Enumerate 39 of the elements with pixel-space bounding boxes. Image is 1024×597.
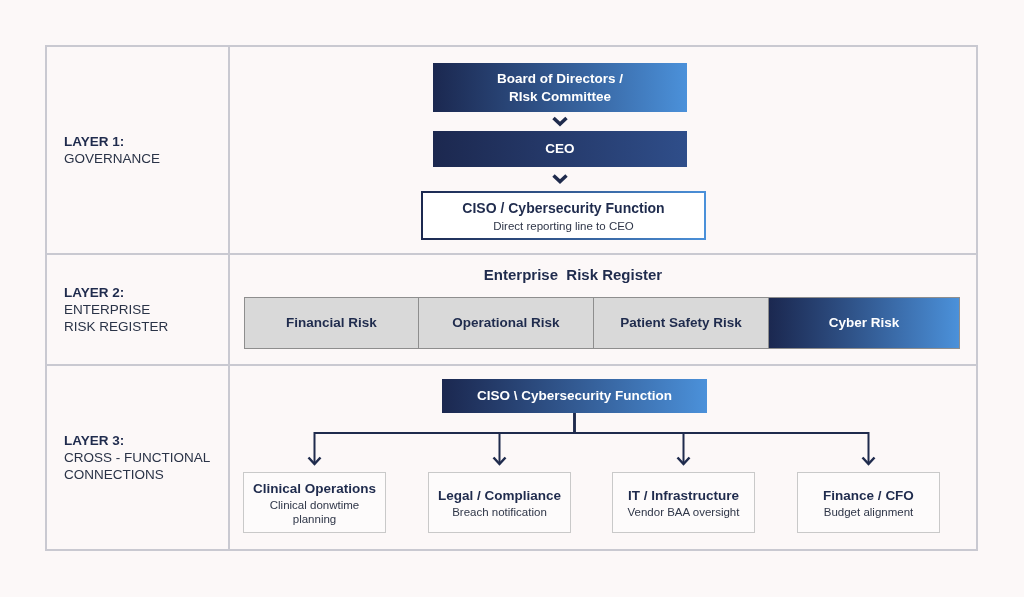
box-subtitle: Direct reporting line to CEO	[493, 218, 634, 233]
card-subtitle: Breach notification	[452, 504, 547, 519]
card-title: Clinical Operations	[253, 479, 376, 498]
risk-category: Patient Safety Risk	[620, 314, 742, 332]
card-subtitle: Clinical donwtime planning	[268, 497, 361, 526]
risk-category: Cyber Risk	[828, 314, 900, 332]
card-title: Finance / CFO	[823, 486, 914, 505]
layer-row	[45, 366, 978, 551]
function-card	[428, 472, 571, 533]
box-title: CISO / Cybersecurity Function	[462, 198, 665, 217]
chevron-arrow	[552, 174, 568, 184]
risk-category-tile	[769, 298, 959, 348]
card-title: IT / Infrastructure	[628, 486, 739, 505]
layer-name: CROSS - FUNCTIONAL CONNECTIONS	[64, 449, 211, 483]
box-label: CEO	[545, 140, 575, 158]
risk-category: Financial Risk	[286, 314, 377, 332]
org-box	[442, 379, 707, 413]
risk-category: Operational Risk	[452, 314, 560, 332]
layer-heading: LAYER 3:	[64, 432, 126, 449]
layer-heading: LAYER 1:	[64, 133, 126, 150]
chevron-arrow	[552, 116, 568, 127]
box-label: Board of Directors / RIsk Committee	[496, 69, 624, 106]
function-card	[612, 472, 755, 533]
section-heading: Enterprise Risk Register	[483, 265, 663, 284]
org-box	[433, 63, 687, 112]
function-card	[797, 472, 940, 533]
connector-arrow	[573, 412, 876, 466]
card-subtitle: Vendor BAA oversight	[627, 504, 740, 519]
layer-heading: LAYER 2:	[64, 284, 126, 301]
layer-name: GOVERNANCE	[64, 150, 162, 167]
function-card	[243, 472, 386, 533]
card-subtitle: Budget alignment	[823, 504, 914, 519]
org-box	[421, 191, 706, 240]
card-title: Legal / Compliance	[438, 486, 561, 505]
layer-name: ENTERPRISE RISK REGISTER	[64, 301, 170, 335]
layer-row	[45, 255, 978, 366]
box-label: CISO \ Cybersecurity Function	[476, 387, 672, 405]
layer-row	[45, 45, 978, 255]
org-box	[433, 131, 687, 167]
